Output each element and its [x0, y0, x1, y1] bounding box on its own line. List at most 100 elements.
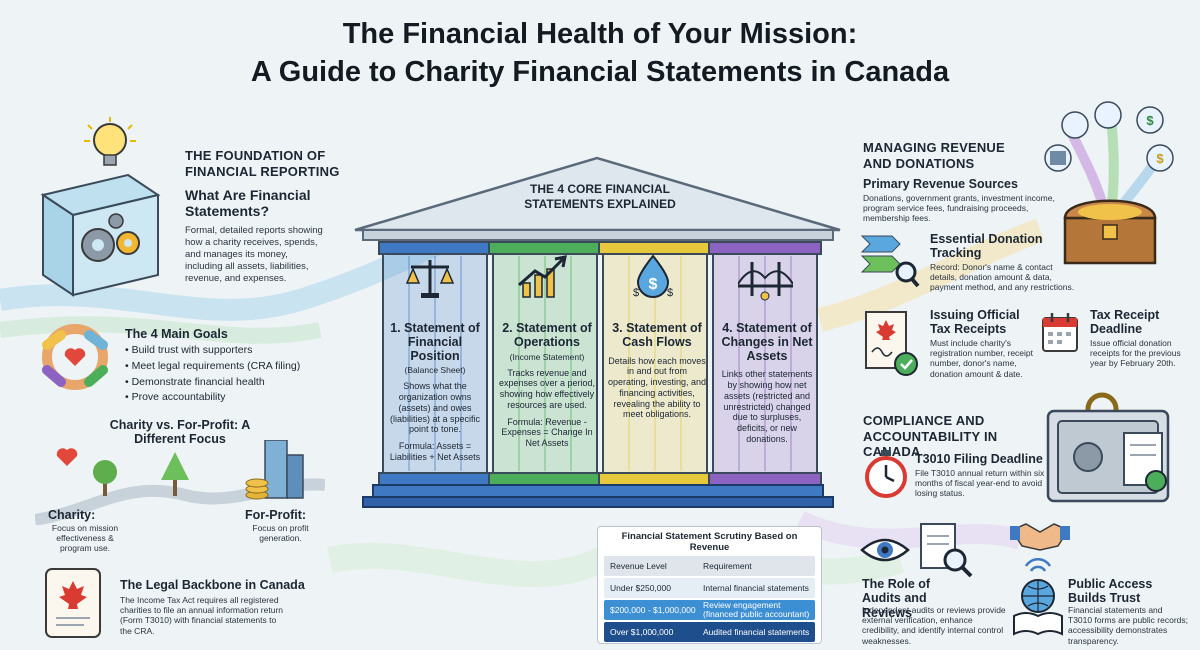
- legal-body: The Income Tax Act requires all register…: [120, 595, 284, 636]
- handshake-icon: [1010, 523, 1070, 551]
- pillar-1-paren: (Balance Sheet): [404, 365, 466, 376]
- pillar-capital: [488, 241, 602, 255]
- pillar-2-title: 2. Statement of Operations: [502, 321, 592, 349]
- foundation-heading: THE FOUNDATION OF FINANCIAL REPORTING: [185, 148, 340, 179]
- foundation-subheading: What Are Financial Statements?: [185, 187, 311, 220]
- pillar-shaft: [492, 253, 598, 474]
- goal-item: Build trust with supporters: [125, 343, 325, 359]
- table-header-cell: Revenue Level: [610, 561, 667, 571]
- pillar-1-formula: Formula: Assets = Liabilities + Net Asse…: [389, 441, 481, 463]
- forprofit-text: Focus on profit generation.: [252, 523, 309, 544]
- audits-heading: The Role of Audits and Reviews: [862, 577, 931, 620]
- pillar-2-body: Tracks revenue and expenses over a perio…: [498, 367, 596, 410]
- pillar-3-text: 3. Statement of Cash Flows Details how e…: [607, 321, 707, 420]
- table-header-row: Revenue Level Requirement: [604, 556, 815, 576]
- charity-label: Charity:: [48, 508, 96, 522]
- svg-text:$: $: [649, 276, 658, 293]
- pillar-base: [708, 472, 822, 486]
- pillar-2-formula: Formula: Revenue - Expenses = Change In …: [501, 416, 593, 449]
- pillar-2-text: 2. Statement of Operations (Income State…: [497, 321, 597, 449]
- table-cell: Internal financial statements: [703, 582, 809, 593]
- pillar-4-body: Links other statements by showing how ne…: [721, 369, 813, 445]
- table-cell: Audited financial statements: [703, 626, 810, 637]
- t3010-body: File T3010 annual return within six mont…: [915, 468, 1045, 499]
- pillar-3-title: 3. Statement of Cash Flows: [612, 321, 702, 349]
- audits-body: Independent audits or reviews provide ex…: [862, 605, 1006, 646]
- pillar-capital: [378, 241, 492, 255]
- goal-item: Meet legal requirements (CRA filing): [125, 359, 325, 375]
- legal-heading: The Legal Backbone in Canada: [120, 578, 305, 592]
- temple-heading: THE 4 CORE FINANCIAL STATEMENTS EXPLAINE…: [524, 182, 676, 211]
- pillar-base: [488, 472, 602, 486]
- hands-heart-icon: [42, 324, 108, 390]
- svg-text:$: $: [1146, 113, 1154, 128]
- page-title-line1: The Financial Health of Your Mission:: [342, 18, 858, 50]
- revenue-scrutiny-table: Financial Statement Scrutiny Based on Re…: [597, 526, 822, 644]
- pillar-capital: [708, 241, 822, 255]
- receipts-heading: Issuing Official Tax Receipts: [930, 308, 1020, 337]
- charity-text: Focus on mission effectiveness & program…: [51, 523, 119, 554]
- pillar-1-body: Shows what the organization owns (assets…: [389, 381, 481, 435]
- cash-drop-icon: $ $ $: [633, 254, 673, 299]
- scales-icon: [405, 260, 455, 298]
- goal-item: Prove accountability: [125, 390, 325, 406]
- table-row: Under $250,000 Internal financial statem…: [604, 578, 815, 598]
- comparison-heading: Charity vs. For-Profit: A Different Focu…: [109, 418, 251, 447]
- goal-item: Demonstrate financial health: [125, 375, 325, 391]
- pillar-shaft: [712, 253, 818, 474]
- revenue-sources-body: Donations, government grants, investment…: [863, 193, 1055, 224]
- pillar-4-title: 4. Statement of Changes in Net Assets: [721, 321, 813, 363]
- pillar-shaft: [382, 253, 488, 474]
- bridge-icon: [738, 262, 793, 301]
- revenue-heading: MANAGING REVENUE AND DONATIONS: [863, 140, 1005, 171]
- public-access-body: Financial statements and T3010 forms are…: [1068, 605, 1188, 646]
- lightbulb-gears-box-icon: [40, 117, 161, 297]
- tracking-heading: Essential Donation Tracking: [930, 232, 1043, 261]
- table-row: $200,000 - $1,000,000 Review engagement …: [604, 600, 815, 620]
- charity-vs-profit-scene: [35, 440, 325, 525]
- foundation-body: Formal, detailed reports showing how a c…: [185, 225, 323, 284]
- temple-structure: [354, 156, 841, 508]
- table-cell: Over $1,000,000: [610, 627, 674, 637]
- pillar-base: [378, 472, 492, 486]
- treasure-chest-icon: $ $: [1044, 101, 1174, 265]
- tax-receipt-icon: [865, 311, 918, 376]
- stopwatch-icon: [865, 450, 907, 498]
- table-cell: Review engagement (financed public accou…: [703, 600, 810, 619]
- table-cell: Under $250,000: [610, 583, 671, 593]
- safe-lock-icon: [1046, 392, 1170, 503]
- pillar-1-text: 1. Statement of Financial Position (Bala…: [385, 321, 485, 463]
- svg-text:$: $: [667, 287, 673, 299]
- goals-list: Build trust with supporters Meet legal r…: [125, 343, 325, 406]
- pillar-3-body: Details how each moves in and out from o…: [607, 355, 707, 420]
- table-cell: $200,000 - $1,000,000: [610, 605, 696, 615]
- eye-document-icon: [860, 538, 910, 562]
- tracking-body: Record: Donor's name & contact details, …: [930, 262, 1075, 293]
- revenue-sources-heading: Primary Revenue Sources: [863, 177, 1018, 191]
- receipts-body: Must include charity's registration numb…: [930, 338, 1033, 379]
- page-title-line2: A Guide to Charity Financial Statements …: [250, 56, 950, 88]
- table-title: Financial Statement Scrutiny Based on Re…: [621, 531, 798, 553]
- svg-text:$: $: [633, 287, 639, 299]
- pillar-2-paren: (Income Statement): [509, 351, 585, 362]
- compliance-heading: COMPLIANCE AND ACCOUNTABILITY IN CANADA: [863, 413, 998, 460]
- goals-heading: The 4 Main Goals: [125, 327, 228, 341]
- tracking-arrows-magnifier-icon: [860, 235, 920, 288]
- document-magnifier-icon: [920, 523, 973, 578]
- pillar-shaft: [602, 253, 708, 474]
- maple-leaf-scroll-icon: [45, 568, 101, 638]
- t3010-heading: T3010 Filing Deadline: [915, 452, 1043, 466]
- globe-book-icon: [1013, 558, 1063, 636]
- forprofit-label: For-Profit:: [245, 508, 307, 522]
- public-access-heading: Public Access Builds Trust: [1068, 577, 1153, 606]
- pillar-4-text: 4. Statement of Changes in Net Assets Li…: [717, 321, 817, 445]
- table-row: Over $1,000,000 Audited financial statem…: [604, 622, 815, 642]
- svg-text:$: $: [1156, 151, 1164, 166]
- pillar-base: [598, 472, 712, 486]
- pillar-1-title: 1. Statement of Financial Position: [390, 321, 480, 363]
- growth-chart-icon: [518, 255, 567, 298]
- deadline-body: Issue official donation receipts for the…: [1090, 338, 1181, 369]
- table-header-cell: Requirement: [703, 560, 752, 571]
- deadline-heading: Tax Receipt Deadline: [1090, 308, 1160, 337]
- calendar-icon: [1042, 313, 1078, 352]
